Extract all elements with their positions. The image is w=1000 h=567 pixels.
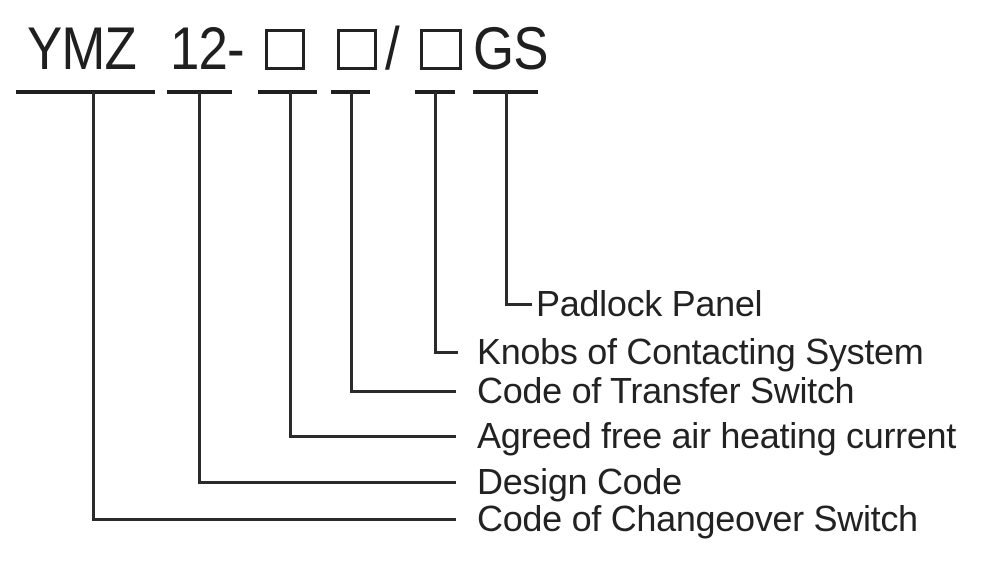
elbow-line-heating: [289, 435, 456, 438]
elbow-line-transfer: [350, 390, 456, 393]
model-prefix-text: YMZ: [27, 15, 137, 82]
label-design-code: Design Code: [477, 461, 682, 502]
label-agreed-free-air-heating-current: Agreed free air heating current: [477, 415, 956, 456]
leader-line-transfer: [350, 92, 353, 392]
placeholder-box-icon: [337, 29, 377, 70]
slash-separator-text: /: [385, 15, 400, 82]
label-padlock-panel: Padlock Panel: [536, 283, 763, 324]
label-code-of-changeover-switch: Code of Changeover Switch: [477, 498, 918, 539]
leader-line-padlock: [505, 92, 508, 305]
model-suffix-text: GS: [473, 15, 548, 82]
underline-box-1: [258, 90, 317, 94]
underline-prefix: [16, 90, 155, 94]
elbow-line-knobs: [434, 351, 458, 354]
leader-line-knobs: [434, 92, 437, 353]
elbow-line-padlock: [505, 303, 532, 306]
placeholder-box-icon: [265, 29, 305, 70]
leader-line-heating: [289, 92, 292, 437]
leader-line-changeover: [92, 92, 95, 520]
design-number-text: 12-: [170, 15, 245, 82]
label-code-of-transfer-switch: Code of Transfer Switch: [477, 370, 855, 411]
elbow-line-changeover: [92, 518, 456, 521]
placeholder-box-icon: [420, 29, 462, 70]
elbow-line-design: [198, 481, 456, 484]
leader-line-design: [198, 92, 201, 483]
label-knobs-of-contacting-system: Knobs of Contacting System: [477, 331, 924, 372]
